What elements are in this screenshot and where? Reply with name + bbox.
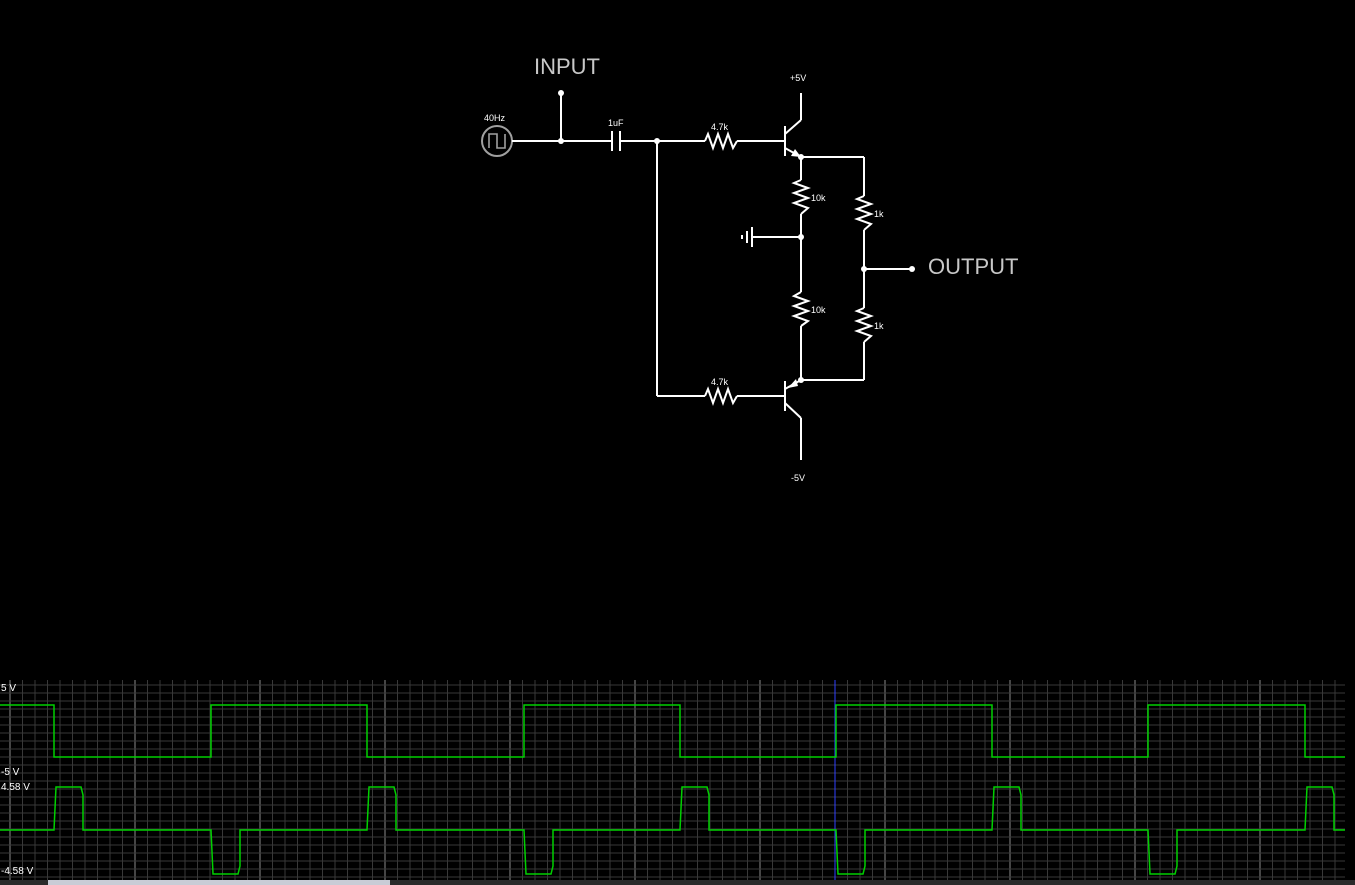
trace1-min-label: -5 V: [1, 767, 20, 778]
resistor-upper-right-label: 1k: [874, 209, 884, 219]
resistor-lower-right-label: 1k: [874, 321, 884, 331]
resistor-lower-mid[interactable]: [791, 291, 811, 327]
ground-icon: [741, 227, 753, 247]
scope-grid: [0, 680, 1345, 880]
circuit-diagram: INPUT 40Hz 1uF 4.7k +5V 10k: [481, 54, 1018, 483]
capacitor-symbol[interactable]: [611, 131, 621, 151]
resistor-upper-right[interactable]: [854, 195, 874, 231]
capacitor-label: 1uF: [608, 118, 624, 128]
resistor-upper-mid-label: 10k: [811, 193, 826, 203]
resistor-lower-right[interactable]: [854, 307, 874, 343]
trace2-min-label: -4.58 V: [1, 866, 34, 877]
vminus-label: -5V: [791, 473, 805, 483]
input-label: INPUT: [534, 54, 600, 79]
output-terminal[interactable]: [909, 266, 915, 272]
scope-trace-input: [0, 704, 1345, 758]
pnp-transistor-icon[interactable]: [784, 379, 802, 419]
resistor-upper-mid[interactable]: [791, 179, 811, 215]
resistor-bottom-base-label: 4.7k: [711, 377, 729, 387]
source-frequency-label: 40Hz: [484, 113, 506, 123]
trace1-max-label: 5 V: [1, 683, 16, 694]
scope-trace-output: [0, 786, 1345, 875]
input-terminal[interactable]: [558, 90, 564, 96]
vplus-label: +5V: [790, 73, 806, 83]
oscilloscope-panel[interactable]: 5 V -5 V 4.58 V -4.58 V: [0, 680, 1355, 880]
resistor-lower-mid-label: 10k: [811, 305, 826, 315]
resistor-bottom-base[interactable]: [704, 386, 738, 406]
trace2-max-label: 4.58 V: [1, 782, 30, 793]
resistor-top-base[interactable]: [704, 131, 738, 151]
output-label: OUTPUT: [928, 254, 1018, 279]
square-wave-source-icon[interactable]: [481, 125, 513, 157]
horizontal-scrollbar[interactable]: [0, 880, 1355, 885]
npn-transistor-icon[interactable]: [784, 119, 802, 158]
resistor-top-base-label: 4.7k: [711, 122, 729, 132]
scrollbar-thumb[interactable]: [48, 880, 390, 885]
